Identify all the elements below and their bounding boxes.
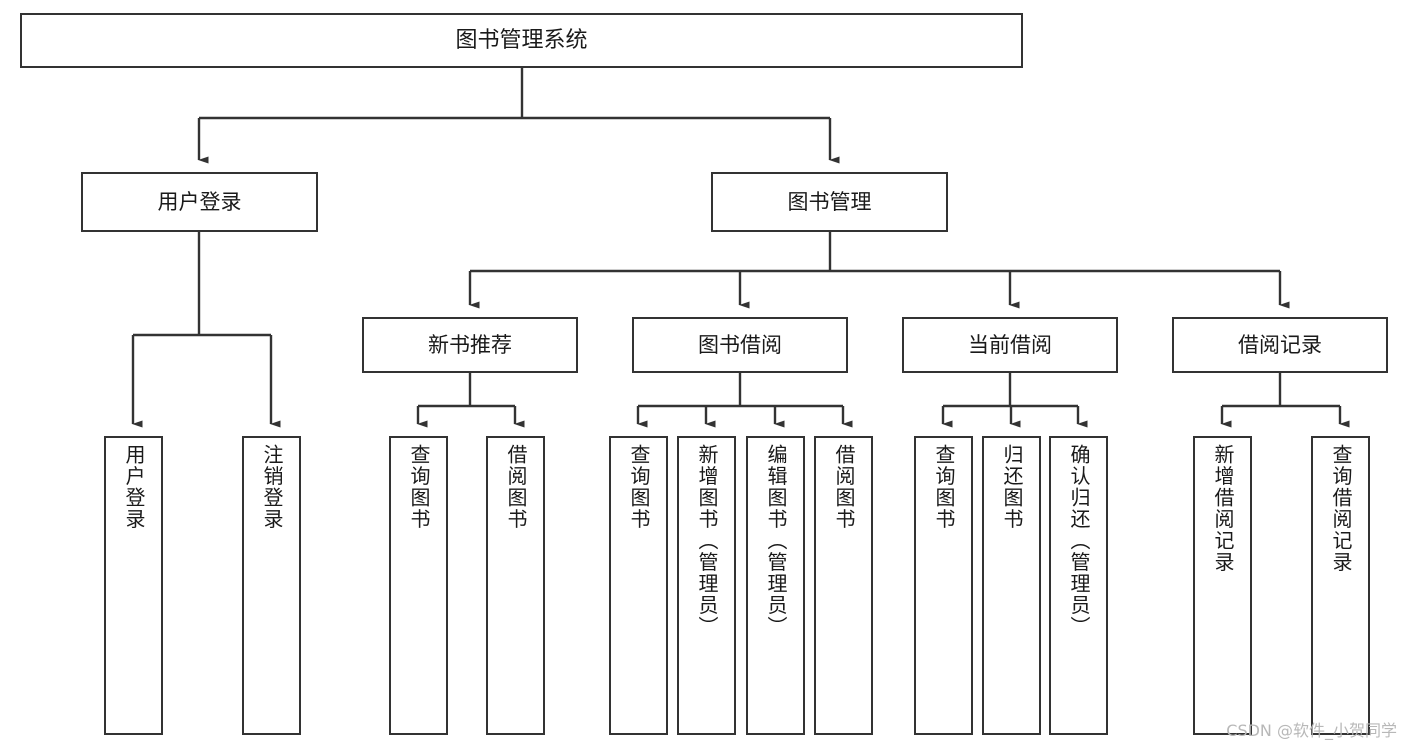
node-root[interactable]: 图书管理系统 bbox=[20, 13, 1023, 68]
node-new-book-recommend[interactable]: 新书推荐 bbox=[362, 317, 578, 373]
node-current-borrow-label: 当前借阅 bbox=[968, 332, 1052, 357]
node-leaf-user-login[interactable]: 用户登录 bbox=[104, 436, 163, 735]
node-book-borrow[interactable]: 图书借阅 bbox=[632, 317, 848, 373]
node-borrow-record-label: 借阅记录 bbox=[1238, 332, 1322, 357]
node-leaf-add-book[interactable]: 新增图书（管理员） bbox=[677, 436, 736, 735]
node-user-login-label: 用户登录 bbox=[157, 189, 242, 214]
node-book-manage-label: 图书管理 bbox=[787, 189, 872, 214]
node-leaf-edit-book[interactable]: 编辑图书（管理员） bbox=[746, 436, 805, 735]
node-leaf-confirm-return-label: 确认归还（管理员） bbox=[1067, 444, 1091, 638]
node-leaf-query-book-1-label: 查询图书 bbox=[407, 444, 431, 530]
node-leaf-edit-book-label: 编辑图书（管理员） bbox=[764, 444, 788, 638]
node-borrow-record[interactable]: 借阅记录 bbox=[1172, 317, 1388, 373]
node-new-book-recommend-label: 新书推荐 bbox=[428, 332, 512, 357]
node-leaf-user-logout-label: 注销登录 bbox=[260, 444, 284, 530]
node-leaf-query-record-label: 查询借阅记录 bbox=[1329, 444, 1353, 573]
node-leaf-return-book[interactable]: 归还图书 bbox=[982, 436, 1041, 735]
node-leaf-borrow-book-1-label: 借阅图书 bbox=[504, 444, 528, 530]
node-book-manage[interactable]: 图书管理 bbox=[711, 172, 948, 232]
node-leaf-query-record[interactable]: 查询借阅记录 bbox=[1311, 436, 1370, 735]
node-user-login[interactable]: 用户登录 bbox=[81, 172, 318, 232]
node-leaf-query-book-1[interactable]: 查询图书 bbox=[389, 436, 448, 735]
node-leaf-query-book-2-label: 查询图书 bbox=[627, 444, 651, 530]
node-leaf-query-book-2[interactable]: 查询图书 bbox=[609, 436, 668, 735]
node-leaf-query-book-3-label: 查询图书 bbox=[932, 444, 956, 530]
node-leaf-user-logout[interactable]: 注销登录 bbox=[242, 436, 301, 735]
node-leaf-confirm-return[interactable]: 确认归还（管理员） bbox=[1049, 436, 1108, 735]
node-leaf-query-book-3[interactable]: 查询图书 bbox=[914, 436, 973, 735]
node-leaf-borrow-book-1[interactable]: 借阅图书 bbox=[486, 436, 545, 735]
node-leaf-borrow-book-2-label: 借阅图书 bbox=[832, 444, 856, 530]
node-leaf-add-book-label: 新增图书（管理员） bbox=[695, 444, 719, 638]
node-book-borrow-label: 图书借阅 bbox=[698, 332, 782, 357]
node-root-label: 图书管理系统 bbox=[455, 27, 588, 53]
node-leaf-return-book-label: 归还图书 bbox=[1000, 444, 1024, 530]
node-current-borrow[interactable]: 当前借阅 bbox=[902, 317, 1118, 373]
node-leaf-borrow-book-2[interactable]: 借阅图书 bbox=[814, 436, 873, 735]
node-leaf-add-record[interactable]: 新增借阅记录 bbox=[1193, 436, 1252, 735]
node-leaf-user-login-label: 用户登录 bbox=[122, 444, 146, 530]
node-leaf-add-record-label: 新增借阅记录 bbox=[1211, 444, 1235, 573]
